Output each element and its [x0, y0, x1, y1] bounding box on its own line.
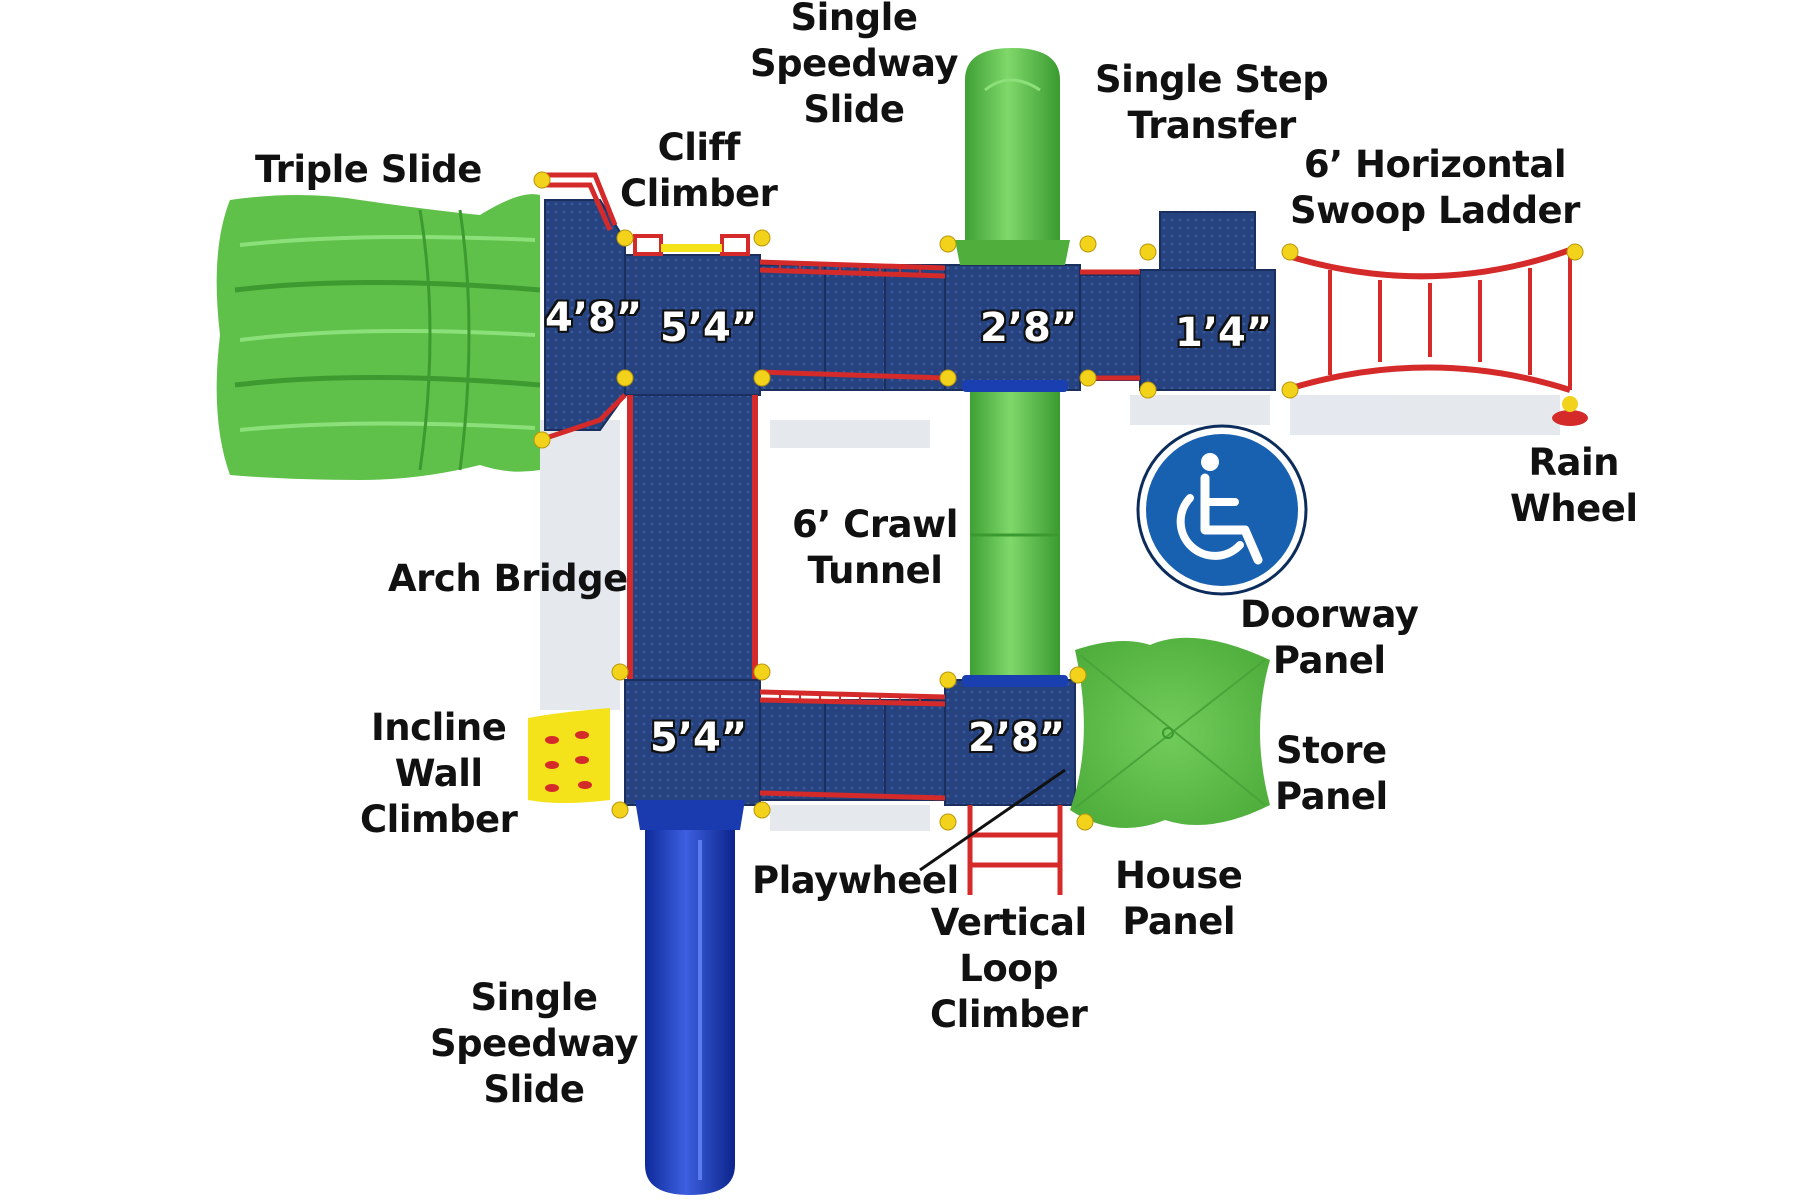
single-speedway-slide-bottom — [635, 800, 745, 1195]
incline-wall-climber — [528, 708, 610, 803]
deck-height-c-top: 2’8” — [980, 305, 1078, 351]
wheelchair-icon — [1136, 424, 1308, 596]
deck-height-a: 4’8” — [545, 295, 643, 341]
cliff-climber — [633, 234, 750, 256]
lower-deck-row — [624, 679, 1076, 806]
label-triple-slide: Triple Slide — [255, 148, 482, 191]
upper-deck-row — [544, 199, 1276, 431]
triple-slide — [216, 194, 541, 480]
deck-height-d: 1’4” — [1175, 310, 1273, 356]
vertical-loop-climber — [967, 805, 1063, 895]
shade-roof — [1070, 637, 1270, 828]
ground-shadows — [540, 395, 1560, 831]
deck-height-b-top: 5’4” — [660, 305, 758, 351]
crawl-tunnel — [962, 380, 1068, 687]
posts — [533, 171, 1584, 831]
horizontal-swoop-ladder — [1284, 247, 1572, 393]
deck-height-b-bottom: 5’4” — [650, 715, 748, 761]
rain-wheel — [1552, 396, 1588, 426]
deck-height-c-bottom: 2’8” — [968, 715, 1066, 761]
rail-balusters — [779, 262, 921, 704]
label-arch-bridge: Arch Bridge — [388, 557, 628, 600]
guard-rails — [539, 172, 1140, 801]
single-speedway-slide-top — [955, 48, 1070, 265]
label-playwheel: Playwheel — [752, 859, 959, 902]
arch-bridge-deck — [627, 394, 758, 681]
playwheel-pointer — [919, 768, 1066, 872]
